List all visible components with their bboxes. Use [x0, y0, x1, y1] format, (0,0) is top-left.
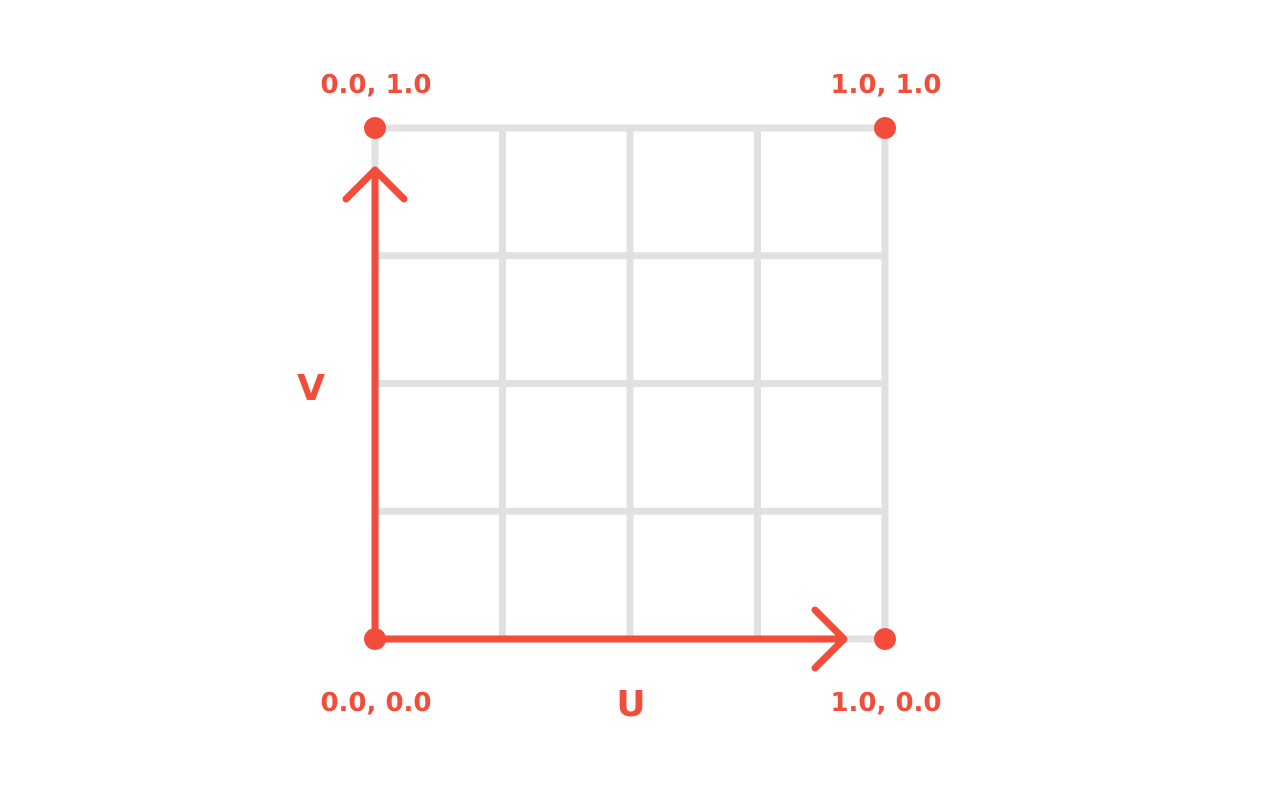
v-axis-arrowhead — [342, 166, 408, 203]
corner-label-top-left: 0.0, 1.0 — [320, 70, 431, 100]
v-axis-arrow — [342, 166, 408, 636]
corner-label-bottom-right: 1.0, 0.0 — [830, 688, 941, 718]
corner-point-bottom-left — [364, 628, 386, 650]
corner-point-bottom-right — [874, 628, 896, 650]
corner-point-top-left — [364, 117, 386, 139]
corner-label-bottom-left: 0.0, 0.0 — [320, 688, 431, 718]
u-axis-arrowhead — [811, 606, 848, 672]
grid — [371, 124, 889, 643]
v-axis-label: V — [297, 368, 325, 409]
corner-point-top-right — [874, 117, 896, 139]
corner-label-top-right: 1.0, 1.0 — [830, 70, 941, 100]
u-axis-arrow — [378, 606, 848, 672]
u-axis-label: U — [616, 684, 645, 725]
